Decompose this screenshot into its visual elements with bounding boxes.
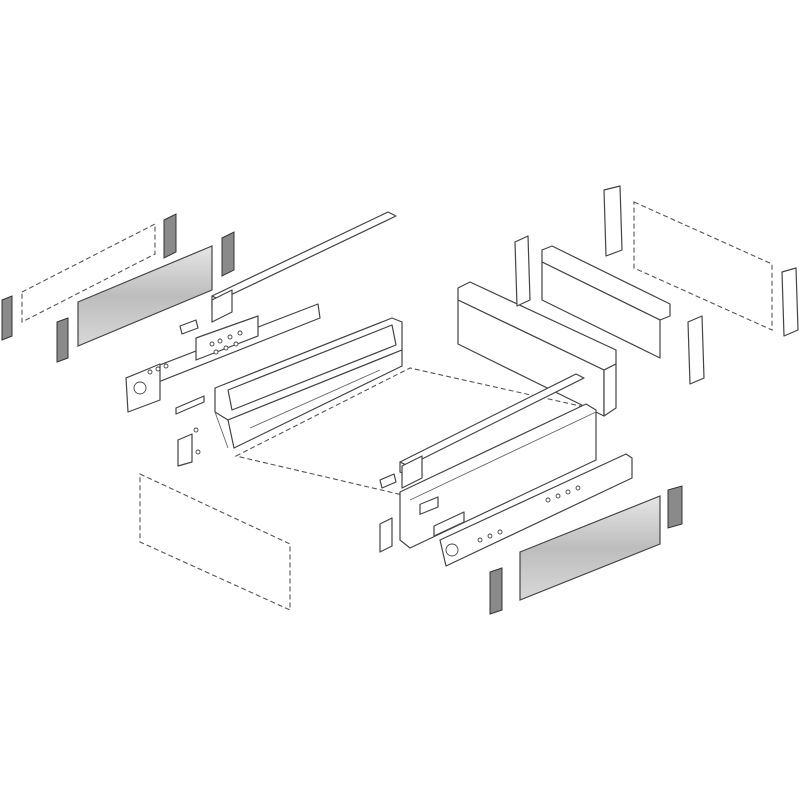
left-end-caps [1, 213, 235, 363]
right-drawer-side [399, 403, 597, 549]
right-gallery-rail [399, 373, 585, 489]
right-runner [439, 453, 633, 567]
right-inner-panel [541, 245, 671, 359]
left-front-bracket [177, 319, 201, 467]
runner-holes [147, 330, 243, 375]
left-runner [125, 303, 321, 415]
right-glass-side-panel [519, 495, 661, 601]
right-front-bracket [379, 473, 397, 553]
back-connector-posts [514, 185, 799, 385]
left-drawer-side [214, 317, 403, 449]
right-back-panel-outline [633, 201, 773, 331]
left-back-panel-outline [21, 223, 156, 323]
left-glass-side-panel [77, 245, 213, 347]
left-front-panel-outline [139, 473, 291, 611]
left-gallery-rail [211, 211, 397, 323]
right-back-panel [457, 281, 617, 417]
right-end-caps [489, 485, 683, 615]
runner-holes [477, 485, 581, 543]
